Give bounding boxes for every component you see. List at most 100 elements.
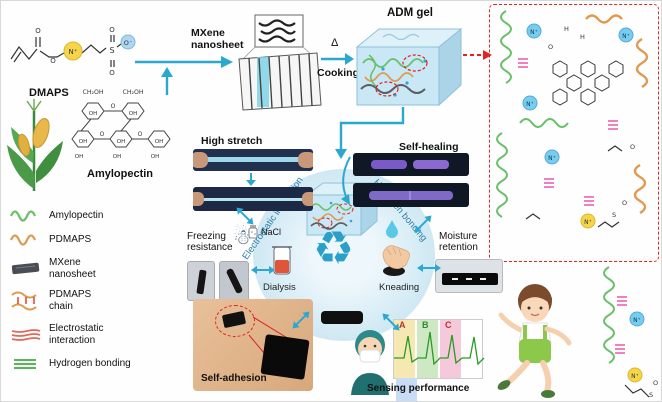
bridge-o-1: O bbox=[111, 103, 116, 110]
detail-pdmaps-2 bbox=[633, 163, 647, 215]
detail-h-1: H bbox=[564, 25, 569, 33]
arrow-red-dashed bbox=[463, 50, 492, 60]
face-mask bbox=[359, 349, 381, 363]
sulfo-o-top: O bbox=[109, 26, 115, 34]
arrow-cooking bbox=[321, 53, 354, 65]
arrow-cube-to-cycle bbox=[335, 107, 405, 159]
detail-h-2: H bbox=[580, 33, 585, 41]
arrow-amylopectin-up bbox=[161, 67, 173, 95]
high-stretch-label: High stretch bbox=[201, 135, 263, 147]
ch2oh-1: CH₂OH bbox=[83, 89, 104, 96]
nacl-label: NaCl bbox=[261, 227, 282, 237]
hydrogen-bond-swatch bbox=[14, 359, 36, 369]
arrow-healing-curve bbox=[341, 156, 351, 205]
child-overalls bbox=[519, 339, 551, 363]
arrow-cycle-freezing bbox=[251, 266, 275, 274]
oh-a: OH bbox=[89, 111, 97, 117]
bottom-molecular-cluster: N⁺ N⁺ S O bbox=[603, 266, 658, 399]
freezing-photo-1 bbox=[187, 261, 215, 301]
cluster-cation-blue bbox=[629, 311, 645, 327]
adm-gel-cube bbox=[355, 27, 463, 107]
oh-b: OH bbox=[129, 111, 137, 117]
hand-left bbox=[193, 152, 208, 168]
adhesion-photo: Self-adhesion bbox=[193, 299, 313, 391]
electrostatic-swatch bbox=[11, 328, 41, 341]
pdmaps-wave-swatch bbox=[9, 234, 37, 246]
corn-leaf-left bbox=[7, 145, 35, 189]
child-shoe-front bbox=[541, 390, 555, 398]
bridge-o-2: O bbox=[100, 131, 105, 138]
sulfonate-highlight bbox=[120, 34, 136, 50]
mxene-label-line1: MXene bbox=[191, 27, 225, 39]
o-minus-label: O⁻ bbox=[124, 39, 133, 47]
svg-text:N⁺: N⁺ bbox=[633, 317, 641, 324]
self-healing-label: Self-healing bbox=[399, 141, 459, 153]
chart-band-1 bbox=[394, 320, 415, 378]
oh-g: OH bbox=[113, 154, 121, 160]
dmaps-structure: O O N⁺ S O O O⁻ bbox=[10, 26, 136, 77]
moisture-photo bbox=[435, 259, 503, 293]
oh-d: OH bbox=[117, 139, 125, 145]
gel-mxene-sheet bbox=[360, 84, 426, 94]
detail-electrostatic-bonds bbox=[518, 58, 618, 206]
pdmaps-chain-swatch bbox=[11, 291, 37, 310]
child-face bbox=[521, 294, 549, 322]
gel-pdmaps-chain bbox=[364, 72, 414, 82]
stretch-photo-2 bbox=[193, 187, 313, 211]
signal-waveform bbox=[394, 331, 485, 366]
detail-pdmaps-1 bbox=[635, 37, 649, 89]
masked-person bbox=[351, 330, 389, 395]
amylopectin-label: Amylopectin bbox=[87, 168, 154, 180]
delta-symbol: Δ bbox=[331, 37, 339, 49]
svg-text:N⁺: N⁺ bbox=[584, 219, 592, 226]
child-shoe-back bbox=[497, 380, 511, 390]
svg-text:N⁺: N⁺ bbox=[526, 101, 534, 108]
oh-h: OH bbox=[151, 154, 159, 160]
freezing-label-line1: Freezing bbox=[187, 231, 226, 242]
oh-f: OH bbox=[75, 154, 83, 160]
mxene-sheet-swatch bbox=[11, 262, 40, 274]
arrow-cycle-healing bbox=[414, 215, 432, 233]
salt-shaker-icon bbox=[248, 225, 258, 239]
ester-o: O bbox=[50, 57, 56, 65]
adm-gel-label: ADM gel bbox=[387, 7, 433, 19]
gel-bar bbox=[442, 273, 498, 285]
child-leg-front bbox=[540, 360, 552, 394]
detail-o-3: O bbox=[622, 199, 627, 207]
arrow-cycle-moisture bbox=[417, 264, 441, 272]
detail-o-1: O bbox=[548, 43, 553, 51]
svg-text:N⁺: N⁺ bbox=[530, 29, 538, 36]
corn-cob bbox=[32, 118, 50, 148]
zoom-circle bbox=[215, 305, 255, 337]
crosslink-zone-1 bbox=[402, 54, 428, 72]
arrow-stretch-down bbox=[246, 173, 256, 186]
legend-item-amylopectin: Amylopectin bbox=[9, 209, 103, 223]
child-leg-back bbox=[504, 360, 530, 386]
sulfo-o-bottom: O bbox=[109, 69, 115, 77]
healing-photo-1 bbox=[353, 153, 469, 176]
n-plus-label: N⁺ bbox=[69, 48, 78, 56]
cluster-cation-yellow bbox=[627, 367, 643, 383]
arrow-dmaps-to-mxene bbox=[135, 56, 233, 68]
hand-right bbox=[302, 192, 313, 206]
amylopectin-wave-swatch bbox=[9, 210, 37, 222]
gel-strip-stretched bbox=[193, 198, 313, 201]
detail-amylopectin-1 bbox=[500, 10, 512, 84]
frozen-gel bbox=[196, 269, 207, 295]
child-arm-front bbox=[544, 326, 572, 346]
kneading-label: Kneading bbox=[379, 282, 420, 293]
sulfur-label: S bbox=[109, 46, 114, 55]
ammonium-highlight bbox=[63, 41, 83, 61]
moisture-label-line1: Moisture bbox=[439, 231, 478, 242]
freezing-label-line2: resistance bbox=[187, 242, 233, 253]
chart-band-4 bbox=[396, 378, 417, 401]
chart-letter-b: B bbox=[422, 320, 429, 330]
detail-cation-sites: N⁺ N⁺ N⁺ N⁺ N⁺ bbox=[522, 23, 634, 229]
chart-letter-c: C bbox=[445, 320, 452, 330]
carbonyl-o: O bbox=[35, 27, 41, 35]
glucose-rings bbox=[71, 102, 171, 148]
cluster-s: S bbox=[649, 391, 653, 399]
mxene-layered-structure bbox=[238, 14, 322, 111]
hand-right bbox=[298, 152, 313, 168]
